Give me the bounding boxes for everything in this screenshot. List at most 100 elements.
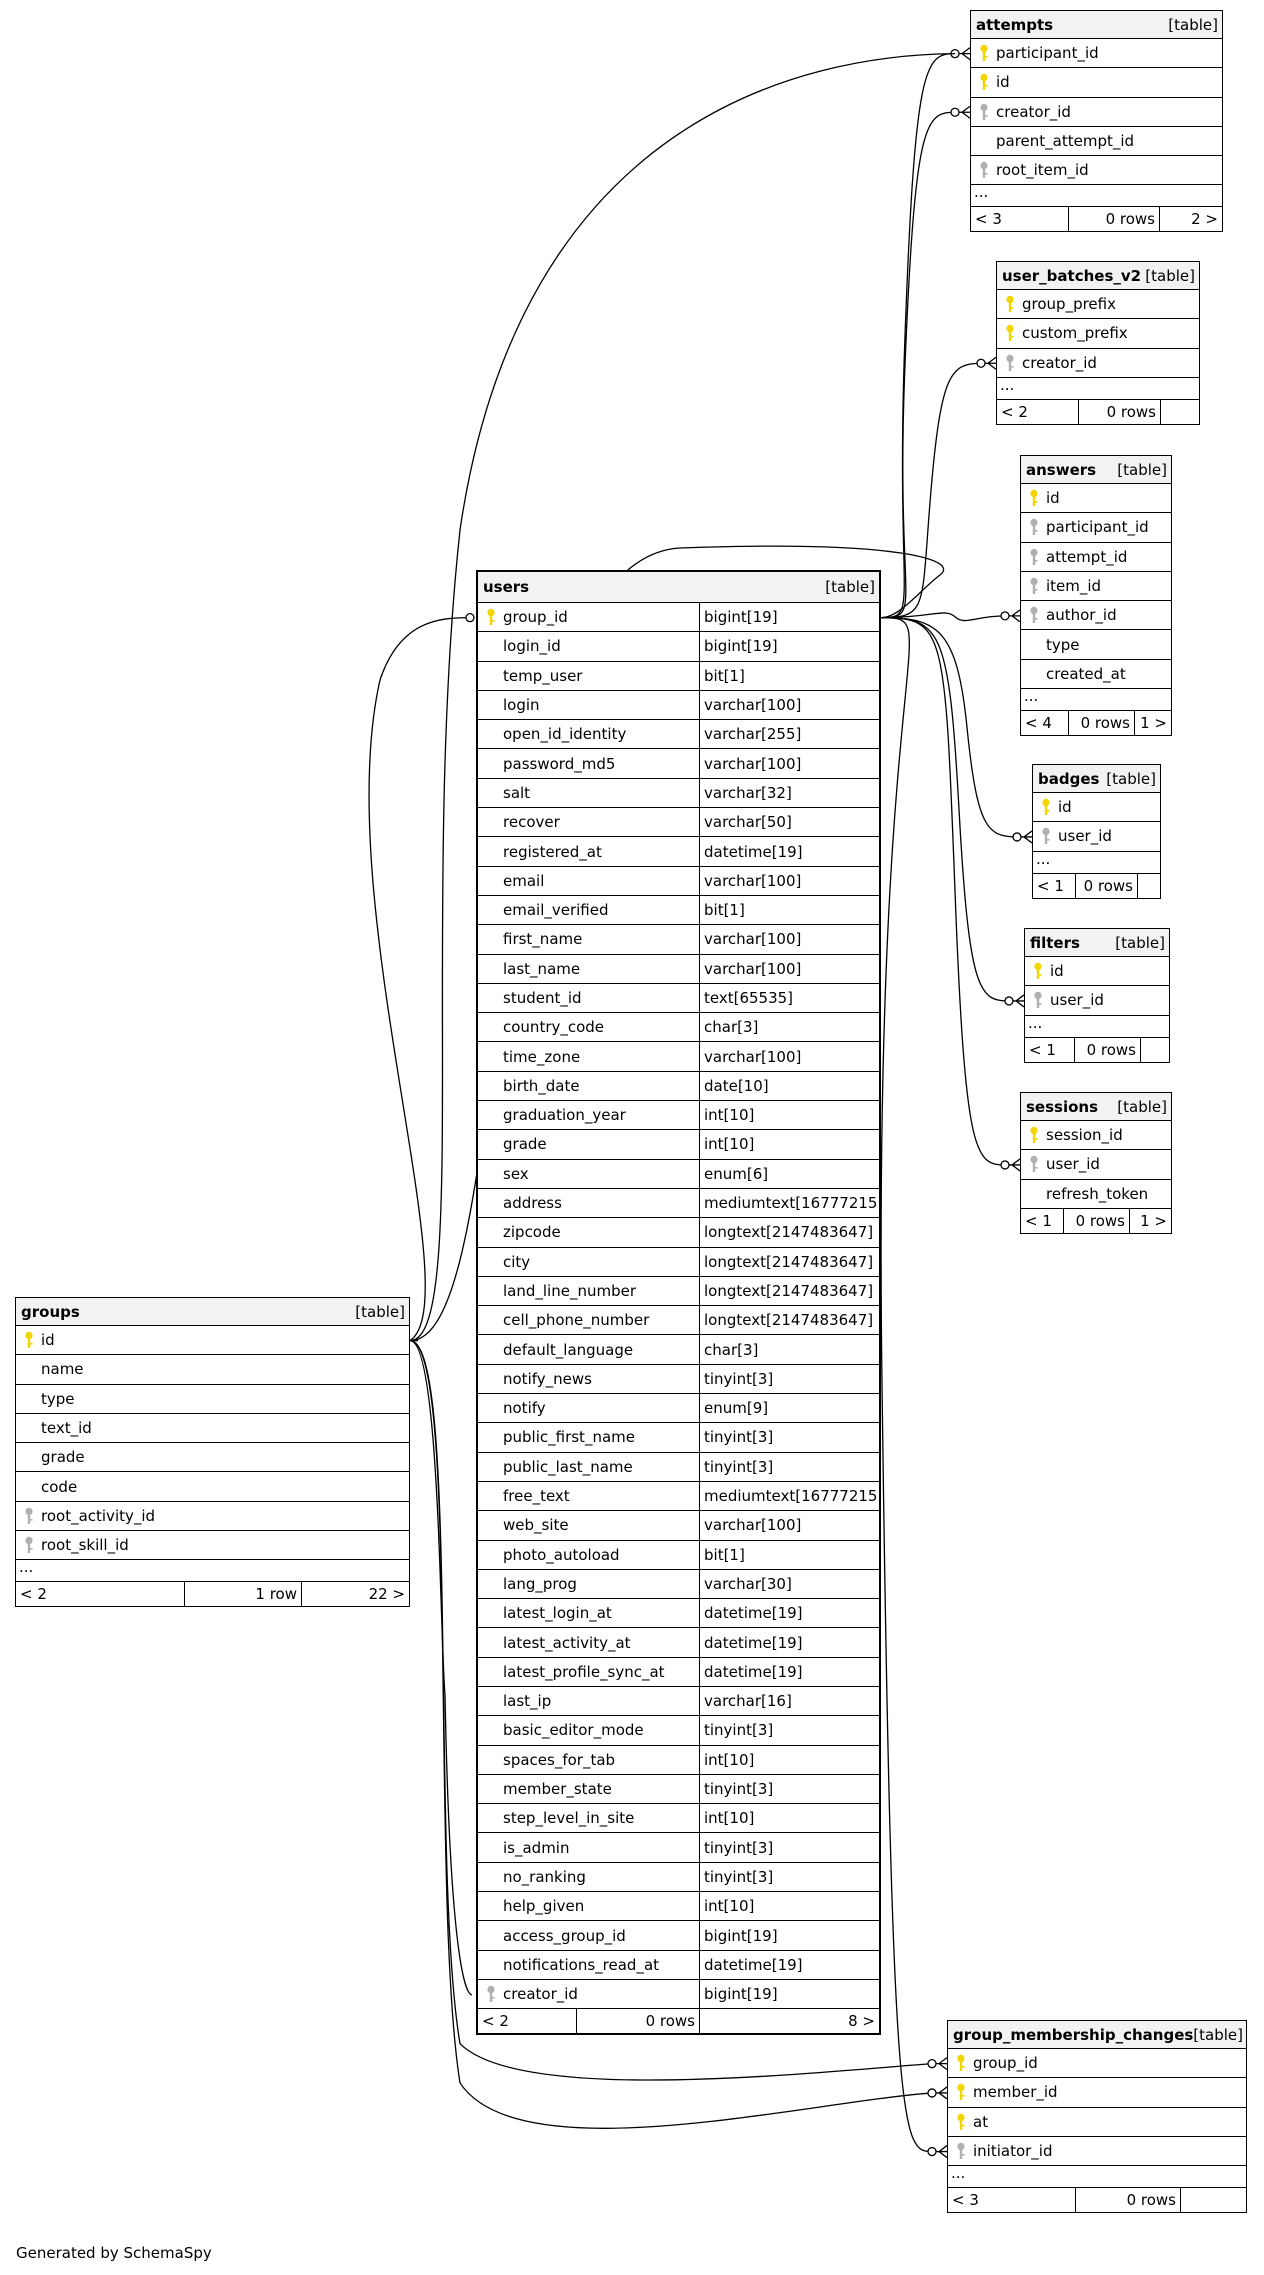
column-name: notifications_read_at (503, 1955, 660, 1974)
column-name: group_id (973, 2054, 1038, 2073)
column-type: varchar[100] (699, 954, 879, 983)
key-spacer (478, 1189, 503, 1217)
children-count: 22 > (301, 1582, 409, 1607)
column-row: root_item_id (971, 156, 1222, 186)
column-name: at (973, 2112, 989, 2131)
key-spacer (478, 1218, 503, 1246)
column-name: country_code (503, 1018, 605, 1037)
table-name: group_membership_changes (953, 2025, 1194, 2044)
foreign-key-icon (478, 1980, 503, 2008)
column-name: birth_date (503, 1076, 580, 1095)
edge-users-to-user-batches-v2 (880, 362, 982, 619)
column-name: creator_id (996, 102, 1071, 121)
column-type: int[10] (699, 1101, 879, 1130)
column-name: item_id (1046, 577, 1102, 596)
table-kind: [table] (1145, 266, 1195, 285)
column-name: id (41, 1331, 55, 1350)
key-spacer (478, 1042, 503, 1070)
column-type: datetime[19] (699, 1628, 879, 1657)
children-count: 2 > (1159, 207, 1222, 232)
column-row: group_id (948, 2049, 1246, 2079)
primary-key-icon (1033, 793, 1058, 821)
column-name: login_id (503, 637, 561, 656)
column-row: item_id (1021, 572, 1171, 602)
column-type: tinyint[3] (699, 1774, 879, 1804)
column-name: creator_id (503, 1985, 578, 2004)
column-type: datetime[19] (699, 837, 879, 866)
parents-count: < 1 (1025, 1211, 1052, 1230)
column-name: free_text (503, 1487, 570, 1506)
table-kind: [table] (355, 1302, 405, 1321)
key-spacer (1021, 630, 1046, 658)
column-row: salt varchar[32] (478, 778, 879, 809)
parents-count: < 1 (1037, 876, 1064, 895)
many-marker (927, 2086, 948, 2100)
column-name: zipcode (503, 1223, 561, 1242)
parents-count: < 2 (1001, 402, 1028, 421)
children-count (1137, 873, 1160, 898)
column-row: creator_id (971, 98, 1222, 127)
more-columns-indicator: ... (1021, 689, 1171, 712)
optional-marker (465, 613, 475, 623)
generated-by-note: Generated by SchemaSpy (16, 2244, 212, 2262)
column-name: type (41, 1389, 75, 1408)
table-header: badges[table] (1033, 765, 1160, 793)
column-name: latest_login_at (503, 1604, 612, 1623)
column-type: bit[1] (699, 895, 879, 925)
column-type: longtext[2147483647] (699, 1306, 879, 1335)
more-columns-indicator: ... (997, 377, 1199, 400)
key-spacer (1021, 1180, 1046, 1208)
children-count: 1 > (1129, 1208, 1171, 1233)
many-marker (927, 2057, 948, 2071)
more-columns-indicator: ... (1033, 851, 1160, 874)
column-type: varchar[255] (699, 720, 879, 749)
key-spacer (478, 1394, 503, 1422)
key-spacer (478, 1541, 503, 1569)
table-header: answers[table] (1021, 456, 1171, 484)
column-type: tinyint[3] (699, 1833, 879, 1862)
table-header: users[table] (478, 572, 879, 603)
key-spacer (478, 837, 503, 865)
column-row: text_id (16, 1414, 409, 1444)
column-name: temp_user (503, 666, 583, 685)
key-spacer (478, 1365, 503, 1393)
column-type: tinyint[3] (699, 1862, 879, 1892)
column-name: grade (503, 1135, 547, 1154)
row-count: 0 rows (1078, 399, 1160, 424)
column-name: last_ip (503, 1692, 552, 1711)
column-type: varchar[100] (699, 1511, 879, 1540)
parents-count: < 4 (1025, 714, 1052, 733)
column-type: bit[1] (699, 1540, 879, 1569)
column-name: salt (503, 783, 531, 802)
parents-count: < 3 (975, 210, 1002, 229)
column-row: id (1025, 957, 1169, 987)
column-name: email (503, 871, 545, 890)
parents-count: < 2 (20, 1585, 47, 1604)
foreign-key-icon (1025, 986, 1050, 1014)
column-type: varchar[32] (699, 778, 879, 808)
column-name: email_verified (503, 901, 609, 920)
more-columns-indicator: ... (16, 1560, 409, 1583)
column-row: user_id (1021, 1150, 1171, 1180)
table-name: groups (21, 1302, 80, 1321)
key-spacer (478, 1804, 503, 1832)
